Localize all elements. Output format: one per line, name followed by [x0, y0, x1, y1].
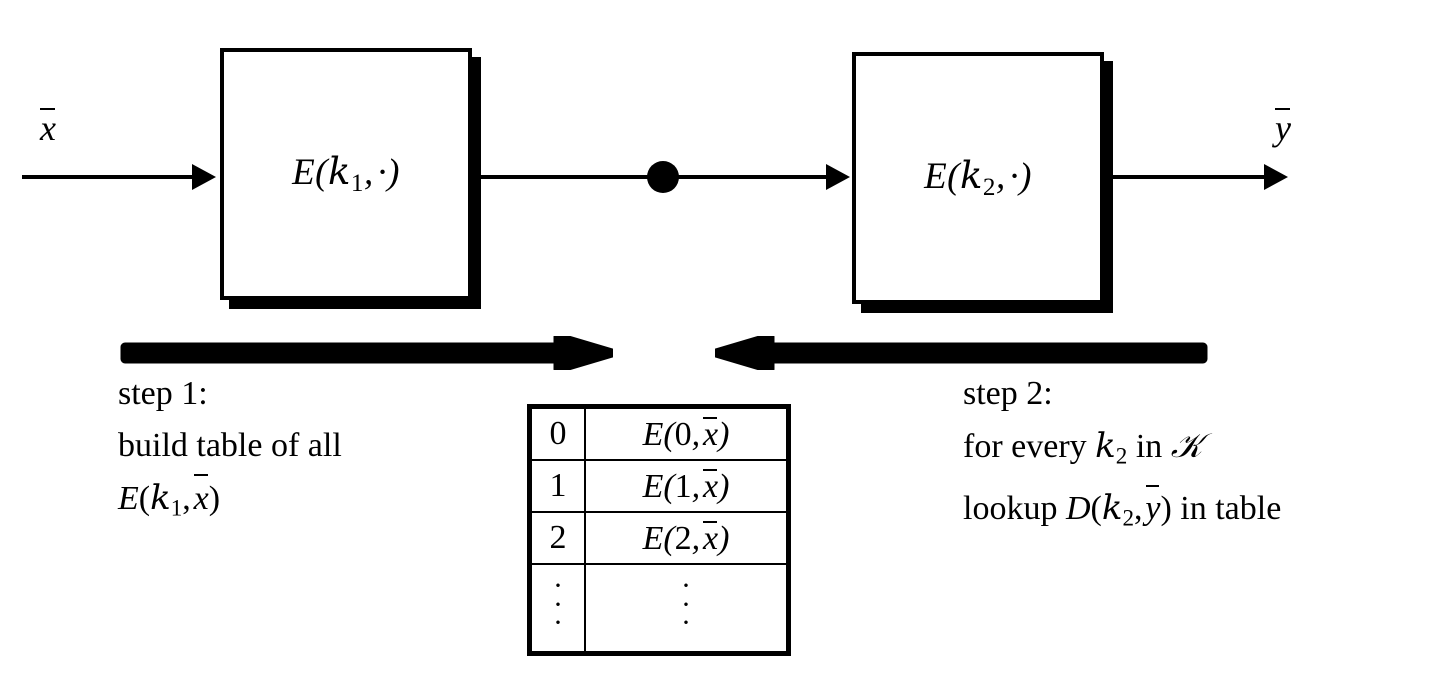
table-cell-key-ellipsis: ··· — [528, 563, 586, 655]
row-1-fn: E — [642, 467, 664, 505]
step-1-arg: x — [193, 480, 209, 517]
row-0-arg: x — [703, 415, 719, 453]
input-label: x — [40, 106, 56, 149]
table-cell-key: 0 — [528, 405, 586, 461]
middle-wire-right — [663, 175, 830, 179]
step-2-line-3: lookup D(k2, y) in table — [963, 482, 1281, 544]
row-2-fn: E — [642, 519, 664, 557]
step-1-key-index: 1 — [170, 495, 183, 522]
block-2-key-index: 2 — [982, 174, 996, 202]
table-row[interactable]: 0 E(0, x) — [528, 405, 790, 461]
table-cell-value: E(0, x) — [584, 405, 790, 461]
encryption-block-2-label: E(k2, ·) — [924, 153, 1032, 202]
table-row[interactable]: 1 E(1, x) — [528, 459, 790, 513]
encryption-block-2[interactable]: E(k2, ·) — [852, 52, 1104, 304]
input-wire — [22, 175, 197, 179]
row-1-key: 1 — [674, 467, 692, 505]
encryption-block-1-label: E(k1, ·) — [292, 149, 400, 198]
step-1-fn: E — [118, 480, 139, 517]
step-1-line-2: build table of all — [118, 427, 342, 464]
step-2-arg: y — [1145, 490, 1161, 528]
table-cell-key: 1 — [528, 459, 586, 513]
step-2-line-2: for every k2 in 𝒦 — [963, 426, 1203, 470]
step-1-description: step 1: build table of all E(k1, x) — [118, 368, 342, 534]
middle-wire-left — [472, 175, 664, 179]
table-row[interactable]: 2 E(2, x) — [528, 511, 790, 565]
step-2-heading: step 2: — [963, 375, 1053, 412]
block-1-key-index: 1 — [350, 170, 364, 198]
table-cell-value: E(1, x) — [584, 459, 790, 513]
input-arrowhead-icon — [192, 164, 216, 190]
step-1-heading: step 1: — [118, 375, 208, 412]
precomputed-lookup-table[interactable]: 0 E(0, x) 1 E(1, x) 2 E(2, x) ··· — [527, 404, 791, 656]
step-2-keyspace-symbol: 𝒦 — [1170, 426, 1203, 466]
step-2-line-2-mid: in — [1135, 428, 1163, 465]
step-1-arrow-icon — [118, 336, 613, 370]
step-2-line-3-prefix: lookup — [963, 490, 1058, 528]
output-wire — [1104, 175, 1269, 179]
row-1-arg: x — [703, 467, 719, 505]
step-1-line-3: E(k1, x) — [118, 472, 342, 534]
step-2-arrow-icon — [715, 336, 1210, 370]
output-arrowhead-icon — [1264, 164, 1288, 190]
step-2-fn: D — [1065, 490, 1091, 528]
row-0-fn: E — [642, 415, 664, 453]
output-label: y — [1275, 106, 1291, 149]
table-cell-value-ellipsis: ··· — [584, 563, 790, 655]
middle-arrowhead-icon — [826, 164, 850, 190]
table-cell-value: E(2, x) — [584, 511, 790, 565]
encryption-block-1[interactable]: E(k1, ·) — [220, 48, 472, 300]
step-2-description: step 2: for every k2 in 𝒦 lookup D(k2, y… — [963, 368, 1281, 545]
input-label-text: x — [40, 108, 56, 148]
output-label-text: y — [1275, 108, 1291, 148]
table-cell-key: 2 — [528, 511, 586, 565]
row-2-key: 2 — [674, 519, 692, 557]
row-0-key: 0 — [674, 415, 692, 453]
step-2-line-3-suffix: in table — [1180, 490, 1282, 528]
row-2-arg: x — [703, 519, 719, 557]
step-2-line-2-prefix: for every — [963, 428, 1087, 465]
table-row-ellipsis: ··· ··· — [528, 563, 790, 655]
step-2-line-3-key-index: 2 — [1122, 505, 1135, 532]
step-2-key-index: 2 — [1115, 443, 1128, 470]
